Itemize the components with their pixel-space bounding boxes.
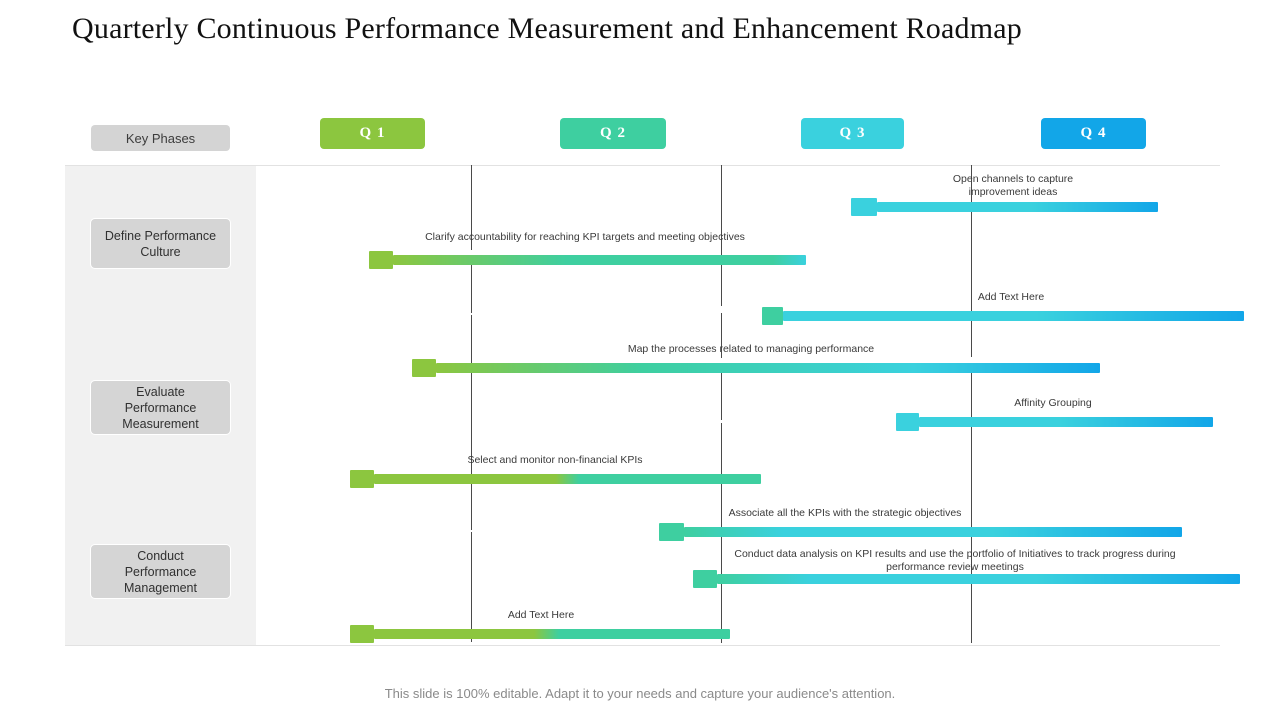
task-label: Open channels to capture improvement ide… xyxy=(952,173,1074,198)
quarter-gridline xyxy=(971,579,972,643)
task-label: Affinity Grouping xyxy=(1014,397,1092,409)
task-start-marker xyxy=(851,198,877,216)
quarter-gridline xyxy=(721,579,722,643)
task-label: Select and monitor non-financial KPIs xyxy=(467,454,643,466)
quarter-gridline xyxy=(471,532,472,642)
task-label: Add Text Here xyxy=(977,291,1045,303)
quarter-gridline xyxy=(971,532,972,577)
quarter-gridline xyxy=(471,373,472,477)
task-label: Associate all the KPIs with the strategi… xyxy=(728,507,962,519)
task-start-marker xyxy=(693,570,717,588)
task-start-marker xyxy=(659,523,684,541)
quarter-gridline xyxy=(721,313,722,358)
task-start-marker xyxy=(762,307,783,325)
task-bar[interactable] xyxy=(436,363,1100,373)
task-bar[interactable] xyxy=(374,474,761,484)
quarter-gridline xyxy=(721,165,722,306)
task-label: Clarify accountability for reaching KPI … xyxy=(425,231,745,243)
page-title: Quarterly Continuous Performance Measure… xyxy=(72,12,1022,45)
key-phases-label: Key Phases xyxy=(91,125,230,151)
task-bar[interactable] xyxy=(684,527,1182,537)
phase-box-2[interactable]: Evaluate Performance Measurement xyxy=(90,380,231,435)
quarter-pill-4[interactable]: Q 4 xyxy=(1041,118,1146,149)
footer-note: This slide is 100% editable. Adapt it to… xyxy=(384,686,896,701)
task-label: Conduct data analysis on KPI results and… xyxy=(734,548,1176,573)
quarter-gridline xyxy=(471,165,472,250)
task-bar[interactable] xyxy=(877,202,1158,212)
task-label: Map the processes related to managing pe… xyxy=(627,343,875,355)
task-start-marker xyxy=(896,413,919,431)
quarter-pill-label: Q 2 xyxy=(600,125,626,141)
quarter-gridline xyxy=(471,257,472,313)
task-bar[interactable] xyxy=(717,574,1240,584)
task-start-marker xyxy=(350,625,374,643)
quarter-pill-label: Q 3 xyxy=(839,125,866,141)
task-bar[interactable] xyxy=(919,417,1213,427)
task-start-marker xyxy=(350,470,374,488)
task-bar[interactable] xyxy=(393,255,806,265)
quarter-gridline xyxy=(721,364,722,420)
chart-bottom-divider xyxy=(65,645,1220,646)
phase-box-1[interactable]: Define Performance Culture xyxy=(90,218,231,269)
task-start-marker xyxy=(412,359,436,377)
quarter-gridline xyxy=(971,165,972,205)
quarter-pill-1[interactable]: Q 1 xyxy=(320,118,425,149)
quarter-gridline xyxy=(471,315,472,371)
task-bar[interactable] xyxy=(783,311,1244,321)
chart-top-divider xyxy=(65,165,1220,166)
task-bar[interactable] xyxy=(374,629,730,639)
quarter-gridline xyxy=(721,532,722,577)
task-label: Add Text Here xyxy=(507,609,575,621)
quarter-pill-3[interactable]: Q 3 xyxy=(801,118,904,149)
phase-box-3[interactable]: Conduct Performance Management xyxy=(90,544,231,599)
quarter-pill-label: Q 1 xyxy=(359,125,386,141)
quarter-gridline xyxy=(971,364,972,422)
task-start-marker xyxy=(369,251,393,269)
quarter-gridline xyxy=(971,209,972,357)
quarter-gridline xyxy=(471,480,472,530)
quarter-pill-label: Q 4 xyxy=(1080,125,1107,141)
quarter-gridline xyxy=(971,423,972,530)
quarter-pill-2[interactable]: Q 2 xyxy=(560,118,666,149)
